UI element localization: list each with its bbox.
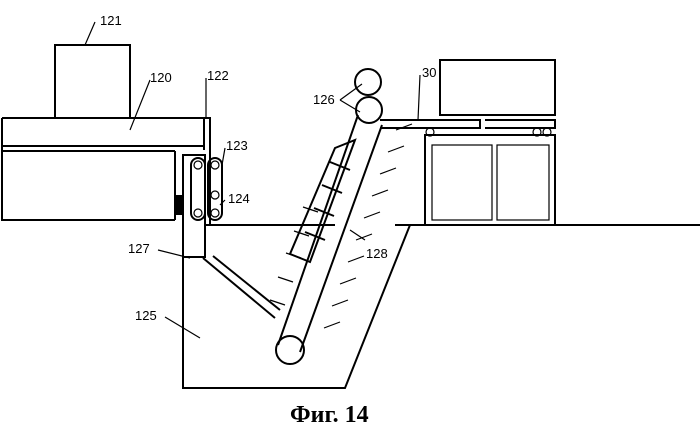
label-126: 126 <box>313 92 335 107</box>
unit-127 <box>183 155 205 257</box>
chain-units-123-124 <box>174 158 222 220</box>
label-125: 125 <box>135 308 157 323</box>
label-128: 128 <box>366 246 388 261</box>
figure-caption: Фиг. 14 <box>290 402 369 428</box>
box-121 <box>55 45 130 118</box>
label-124: 124 <box>228 191 250 206</box>
label-120: 120 <box>150 70 172 85</box>
label-121: 121 <box>100 13 122 28</box>
machine-30 <box>380 60 555 225</box>
chute-plate <box>203 256 280 318</box>
label-122: 122 <box>207 68 229 83</box>
label-30: 30 <box>422 65 436 80</box>
label-127: 127 <box>128 241 150 256</box>
label-123: 123 <box>226 138 248 153</box>
conveyor-128 <box>270 69 412 364</box>
